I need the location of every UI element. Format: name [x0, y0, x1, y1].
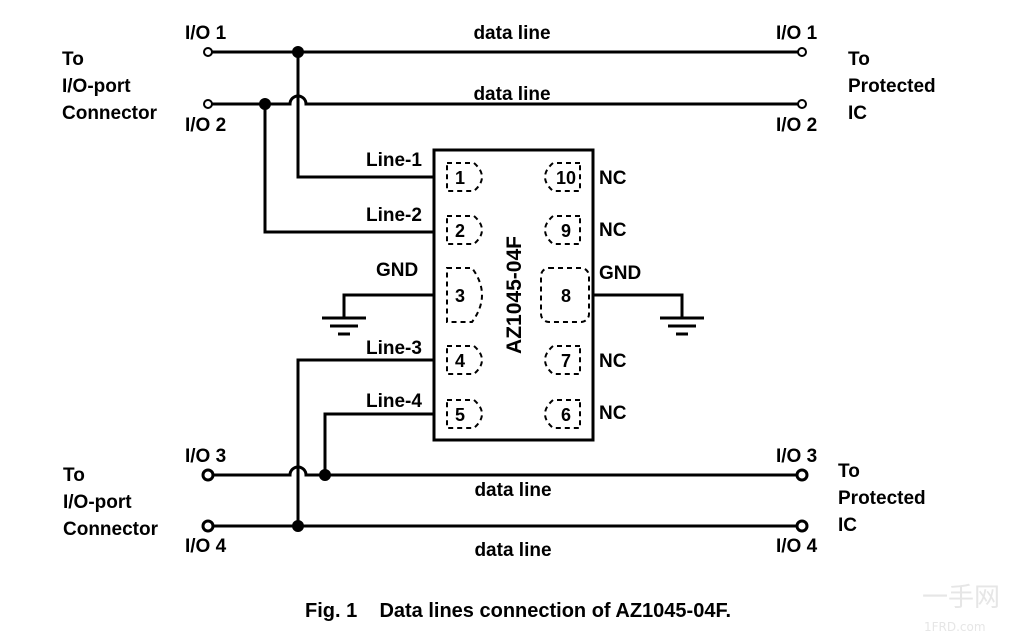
junction-dot	[259, 98, 271, 110]
block-top-left-line-3: Connector	[62, 103, 158, 124]
line-3-wire	[296, 358, 434, 526]
junction-dot	[292, 520, 304, 532]
block-bottom-right: To Protected IC	[838, 461, 926, 536]
label-gnd-right: GND	[599, 263, 641, 284]
terminal-io1-left	[203, 47, 213, 57]
terminal-io3-left	[201, 468, 215, 482]
terminal-io4-right	[795, 519, 809, 533]
port-io3-left: I/O 3	[185, 446, 226, 467]
chip-name: AZ1045-04F	[503, 236, 526, 354]
line-2-wire	[263, 104, 434, 234]
label-line-3: Line-3	[366, 338, 422, 359]
pad-pin-4	[446, 345, 483, 375]
block-top-left: To I/O-port Connector	[62, 49, 158, 124]
terminal-io3-right	[795, 468, 809, 482]
junctions	[259, 46, 331, 532]
block-bottom-left-line-1: To	[63, 465, 85, 486]
junction-dot	[292, 46, 304, 58]
pin-number-5: 5	[455, 405, 465, 425]
label-gnd-left: GND	[376, 260, 418, 281]
label-line-1: Line-1	[366, 150, 422, 171]
terminal-io4-left	[201, 519, 215, 533]
pin-number-1: 1	[455, 168, 465, 188]
label-nc-7: NC	[599, 351, 627, 372]
pad-pin-3	[446, 267, 483, 323]
label-nc-10: NC	[599, 168, 627, 189]
data-line-3-wire	[212, 465, 798, 477]
block-bottom-left: To I/O-port Connector	[63, 465, 159, 540]
pad-pin-2	[446, 215, 483, 245]
junction-dot	[319, 469, 331, 481]
pin-number-2: 2	[455, 221, 465, 241]
pin-pads	[446, 162, 590, 429]
block-bottom-right-line-2: Protected	[838, 488, 926, 509]
pad-pin-6	[544, 399, 581, 429]
pin-number-6: 6	[561, 405, 571, 425]
block-top-right-line-1: To	[848, 49, 870, 70]
data-line-label-4: data line	[474, 540, 551, 561]
figure-caption: Fig. 1 Data lines connection of AZ1045-0…	[305, 600, 731, 622]
pin-number-10: 10	[556, 168, 576, 188]
watermark-subtext: 1FRD.com	[924, 620, 986, 634]
data-line-label-2: data line	[473, 84, 550, 105]
port-io4-left: I/O 4	[185, 536, 227, 557]
pin-number-7: 7	[561, 351, 571, 371]
data-line-label-3: data line	[474, 480, 551, 501]
block-bottom-right-line-1: To	[838, 461, 860, 482]
terminals	[201, 47, 809, 533]
block-top-right-line-3: IC	[848, 103, 867, 124]
line-4-wire	[323, 412, 434, 475]
wiring	[212, 50, 798, 528]
pin-number-3: 3	[455, 286, 465, 306]
pin-number-8: 8	[561, 286, 571, 306]
port-io3-right: I/O 3	[776, 446, 817, 467]
block-bottom-left-line-3: Connector	[63, 519, 159, 540]
pin-number-9: 9	[561, 221, 571, 241]
block-bottom-left-line-2: I/O-port	[63, 492, 132, 513]
gnd-left-wire	[342, 293, 434, 318]
block-top-left-line-2: I/O-port	[62, 76, 131, 97]
label-nc-9: NC	[599, 220, 627, 241]
port-io4-right: I/O 4	[776, 536, 818, 557]
pad-pin-10	[544, 162, 581, 192]
port-io2-right: I/O 2	[776, 115, 817, 136]
block-top-right: To Protected IC	[848, 49, 936, 124]
pin-number-4: 4	[455, 351, 465, 371]
terminal-io2-right	[797, 99, 807, 109]
gnd-right-wire	[593, 293, 684, 318]
port-io1-right: I/O 1	[776, 23, 818, 44]
chip-body	[432, 148, 595, 442]
pad-pin-9	[544, 215, 581, 245]
label-line-4: Line-4	[366, 391, 422, 412]
pad-pin-7	[544, 345, 581, 375]
pad-pin-5	[446, 399, 483, 429]
block-top-left-line-1: To	[62, 49, 84, 70]
port-io1-left: I/O 1	[185, 23, 227, 44]
port-io2-left: I/O 2	[185, 115, 226, 136]
pad-pin-8	[540, 267, 590, 323]
label-nc-6: NC	[599, 403, 627, 424]
terminal-io2-left	[203, 99, 213, 109]
block-bottom-right-line-3: IC	[838, 515, 857, 536]
data-line-label-1: data line	[473, 23, 550, 44]
label-line-2: Line-2	[366, 205, 422, 226]
pad-pin-1	[446, 162, 483, 192]
watermark-text: 一手网	[922, 583, 1000, 613]
line-1-wire	[296, 52, 434, 179]
block-top-right-line-2: Protected	[848, 76, 936, 97]
terminal-io1-right	[797, 47, 807, 57]
